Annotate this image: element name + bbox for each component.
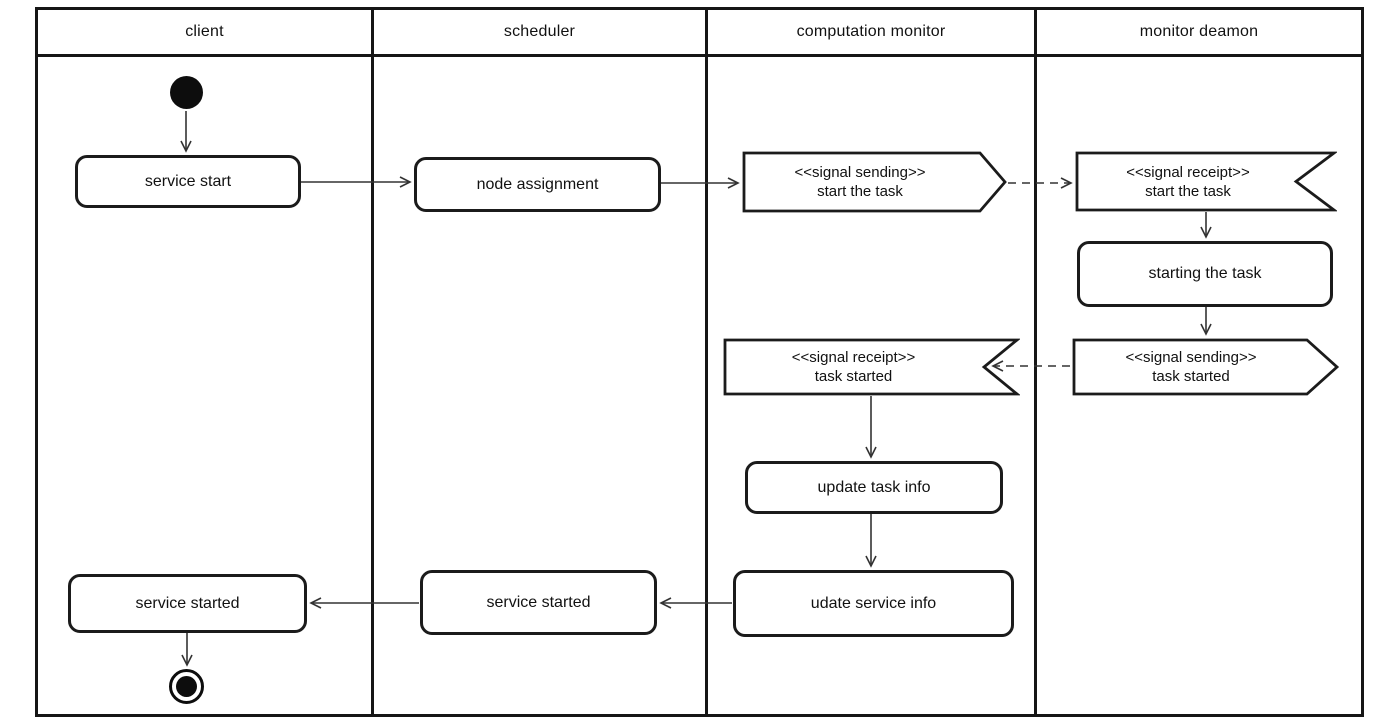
activity-label: udate service info [810,594,937,612]
lane-divider-monitor-daemon [1034,7,1037,717]
lane-header-scheduler: scheduler [503,23,576,40]
initial-node [170,76,203,109]
signal-receipt-start-the-task: <<signal receipt>> start the task [1075,151,1337,212]
signal-stereotype: <<signal sending>> [794,164,926,181]
activity-label: node assignment [476,175,599,193]
lane-header-client: client [185,23,224,40]
activity-label: service start [144,172,232,190]
activity-label: starting the task [1148,265,1262,282]
activity-update-task-info: update task info [745,461,1003,514]
activity-node-assignment: node assignment [414,157,661,212]
lane-divider-client-scheduler [371,7,374,717]
accept-signal-shape [723,338,1020,396]
signal-stereotype: <<signal receipt>> [791,349,916,366]
activity-service-started-client: service started [68,574,307,633]
lane-header-monitor-deamon: monitor deamon [1139,23,1259,40]
activity-label: service started [135,594,240,612]
signal-label: task started [1152,368,1230,385]
final-node-dot [176,676,197,697]
accept-signal-shape [1075,151,1337,212]
header-separator [35,54,1364,57]
signal-receipt-task-started: <<signal receipt>> task started [723,338,1020,396]
send-signal-shape [1072,338,1340,396]
lane-header-computation-monitor: computation monitor [796,23,946,40]
signal-label: start the task [1145,182,1231,200]
lane-divider-scheduler-monitor [705,7,708,717]
signal-stereotype: <<signal receipt>> [1126,163,1250,181]
activity-service-started-scheduler: service started [420,570,657,635]
signal-label: task started [814,368,893,385]
activity-starting-the-task: starting the task [1077,241,1333,307]
final-node [169,669,204,704]
signal-label: start the task [817,183,903,200]
activity-service-start: service start [75,155,301,208]
activity-label: update task info [817,478,931,496]
signal-send-start-the-task: <<signal sending>> start the task [742,151,1008,213]
activity-udate-service-info: udate service info [733,570,1014,637]
signal-send-task-started: <<signal sending>> task started [1072,338,1340,396]
signal-stereotype: <<signal sending>> [1125,349,1257,366]
send-signal-shape [742,151,1007,213]
activity-label: service started [486,593,591,611]
